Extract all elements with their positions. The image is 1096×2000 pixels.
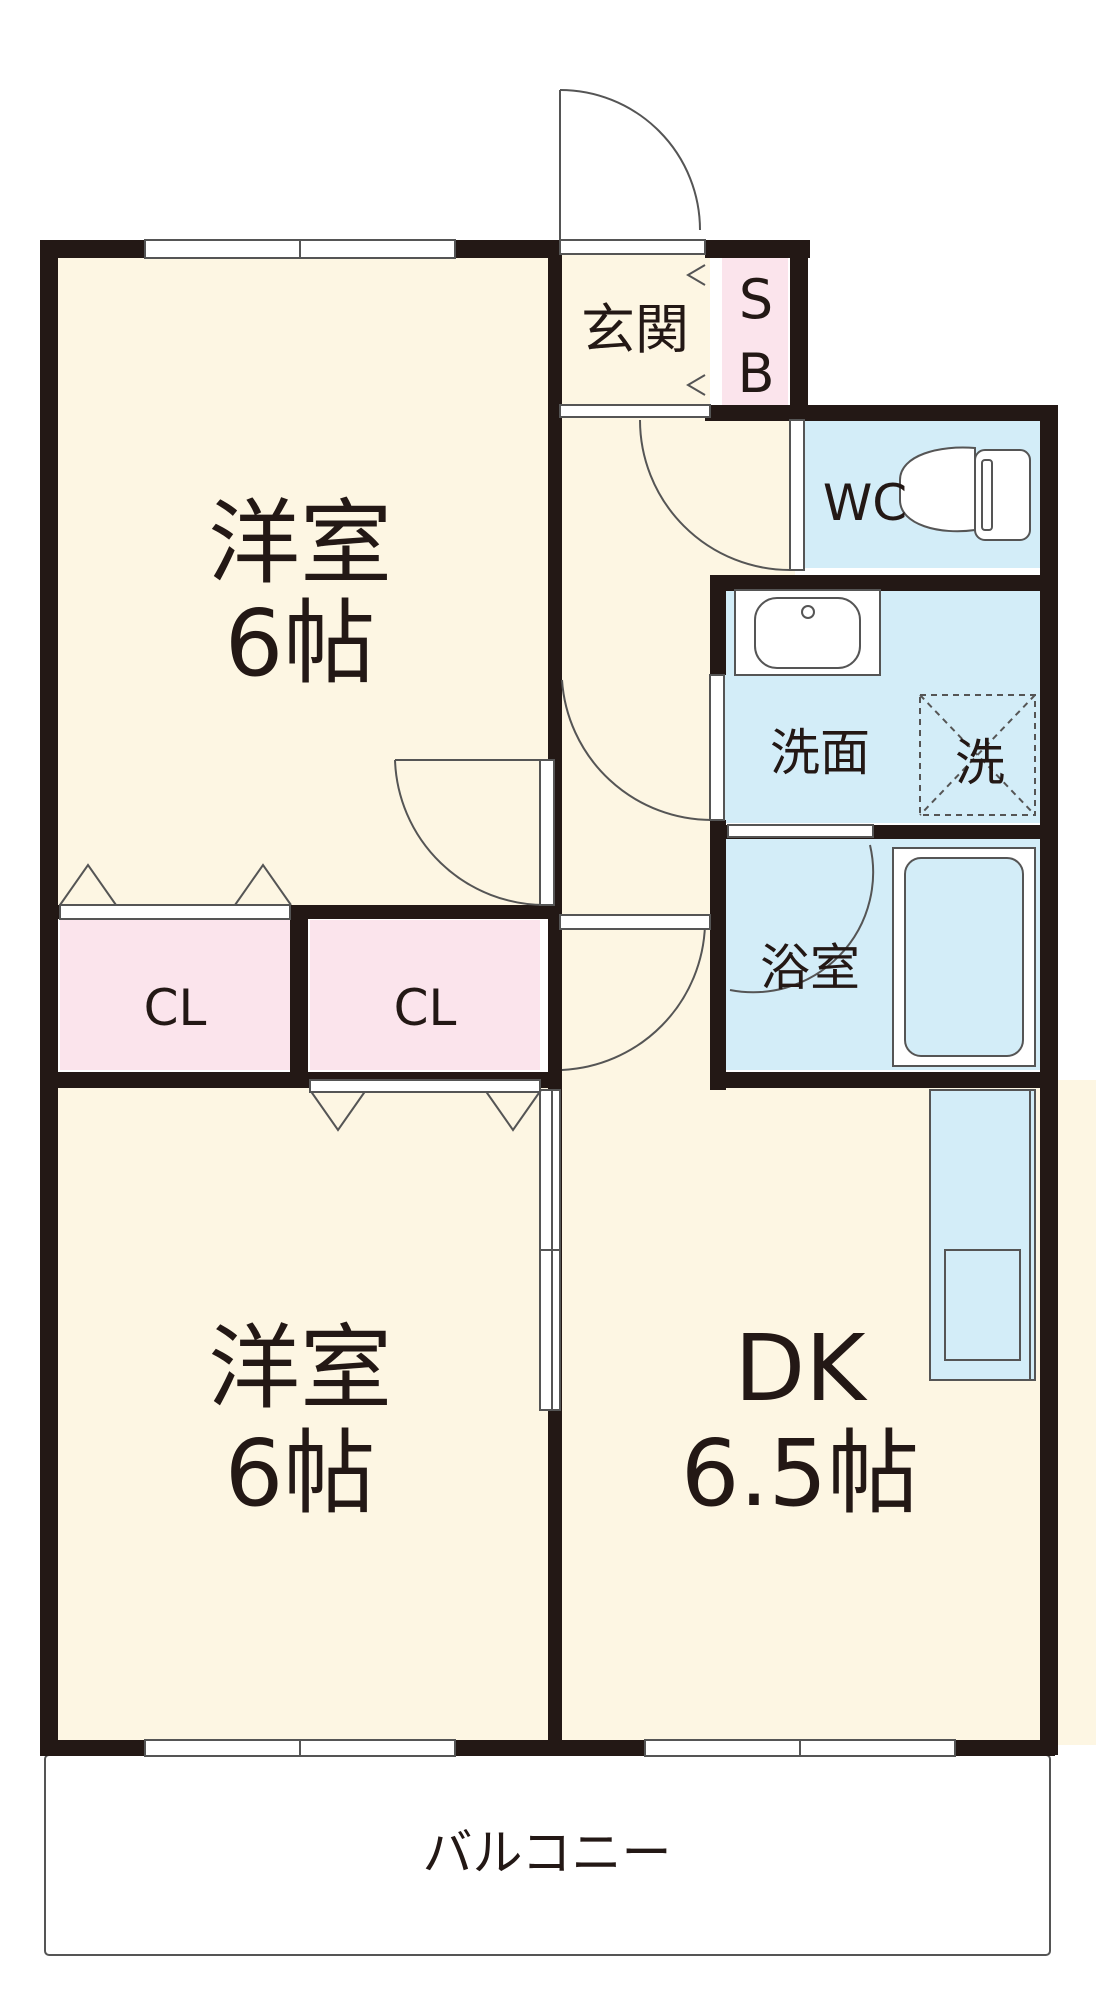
entrance-floor: [555, 250, 710, 415]
closet-left-fill: [60, 920, 290, 1070]
western-room-top-size: 6帖: [225, 590, 376, 697]
hallway-floor-upper: [555, 415, 795, 575]
western-room-top-floor: [50, 250, 550, 910]
dk-size: 6.5帖: [681, 1420, 919, 1527]
shoe-box-label-s: S: [739, 268, 773, 331]
washer-label: 洗: [955, 734, 1005, 792]
kitchen-sink-icon: [944, 1090, 1031, 1380]
closet-right-label: CL: [394, 979, 457, 1037]
bathtub-icon: [892, 847, 1036, 1067]
washroom-label: 洗面: [770, 724, 870, 782]
western-room-bottom-size: 6帖: [225, 1420, 376, 1527]
toilet-icon: [899, 446, 1031, 541]
western-room-bottom-name: 洋室: [208, 1315, 392, 1422]
sink-icon: [734, 589, 881, 676]
western-room-top-name: 洋室: [208, 490, 392, 597]
windows: [144, 239, 956, 1757]
dk-name: DK: [734, 1315, 868, 1422]
western-room-bottom-floor: [50, 1080, 550, 1745]
wc-label: WC: [823, 474, 907, 532]
closet-right-fill: [310, 920, 540, 1070]
shoe-box-fill: [722, 255, 788, 405]
closet-left-label: CL: [144, 979, 207, 1037]
shoe-box-label-b: B: [737, 342, 774, 405]
doors: [59, 89, 875, 1411]
entrance-label: 玄関: [581, 298, 689, 361]
bath-label: 浴室: [760, 939, 860, 997]
washing-machine-space: [919, 694, 1036, 816]
balcony-label: バルコニー: [423, 1824, 672, 1882]
